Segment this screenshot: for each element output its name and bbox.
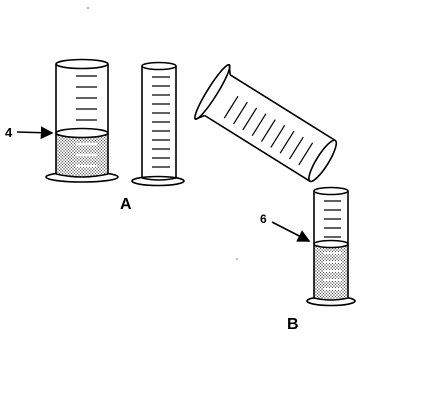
graduation-marks <box>152 76 170 168</box>
arrow-a: 4 <box>5 125 54 140</box>
liquid-meniscus <box>55 127 109 139</box>
scan-speck <box>236 258 238 260</box>
graduation-marks <box>223 95 314 166</box>
arrow-b-line <box>271 221 311 242</box>
graduation-marks <box>76 75 97 168</box>
arrow-b-value-label: 6 <box>260 212 267 226</box>
cylinder-a-empty <box>131 61 185 187</box>
arrow-a-line <box>16 126 54 140</box>
liquid-meniscus <box>313 239 349 249</box>
group-b-label: B <box>287 316 299 333</box>
scan-speck <box>87 7 89 9</box>
group-a-label: A <box>120 196 132 213</box>
graduation-marks <box>324 200 341 290</box>
arrow-b: 6 <box>260 212 311 242</box>
cylinder-rim <box>141 61 177 71</box>
cylinder-a-filled <box>45 58 119 183</box>
cylinder-rim <box>55 58 109 70</box>
cylinder-bottom-end <box>308 139 338 183</box>
cylinder-tilted <box>194 63 338 183</box>
arrow-a-value-label: 4 <box>5 125 13 140</box>
cylinder-rim <box>313 186 349 196</box>
cylinder-b-filled <box>306 186 356 307</box>
